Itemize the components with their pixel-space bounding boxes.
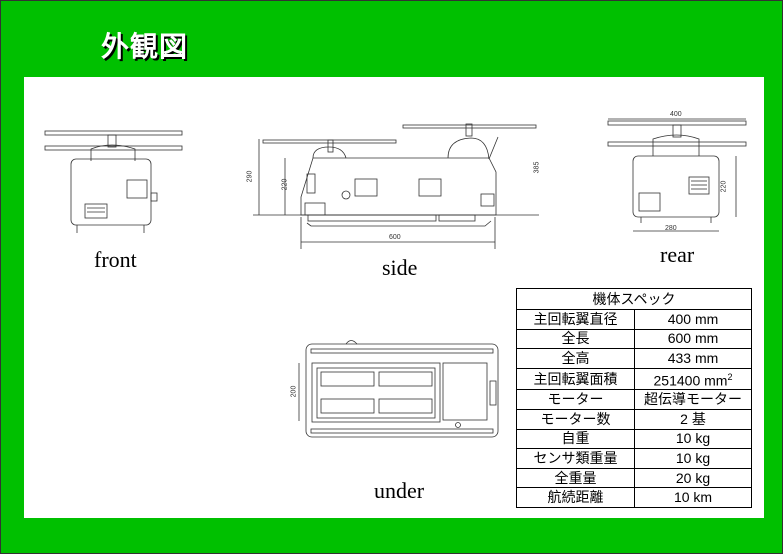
spec-value: 400 mm [634,309,752,330]
spec-value: 10 kg [634,448,752,469]
spec-value: 2 基 [634,409,752,430]
side-view-drawing [253,123,539,249]
spec-key: 主回転翼直径 [516,309,635,330]
spec-value-text: 251400 mm [653,372,728,389]
spec-key: 航続距離 [516,487,635,508]
spec-value: 600 mm [634,328,752,350]
dim-side-height-right: 385 [533,161,541,174]
dim-rear-depth: 280 [665,225,677,232]
spec-key: 全重量 [516,467,635,489]
dim-rear-height: 220 [720,180,728,193]
spec-superscript: 2 [727,371,733,382]
rear-label: rear [660,242,695,267]
spec-key: センサ類重量 [516,448,635,469]
spec-key: 自重 [516,428,635,450]
under-view-drawing [298,340,499,438]
spec-key: 全長 [516,328,635,350]
side-label: side [382,255,418,280]
spec-value: 433 mm [634,348,752,369]
spec-value: 10 kg [634,428,752,450]
table-row: モーター超伝導モーター [516,389,752,411]
spec-value: 20 kg [634,467,752,489]
spec-key: 主回転翼面積 [516,367,635,391]
dim-side-length: 600 [389,234,401,241]
rear-view-drawing [607,118,747,232]
page-title: 外観図 [101,30,189,63]
dim-rear-width: 400 [670,111,682,118]
spec-header: 機体スペック [516,288,752,310]
spec-key: 全高 [516,348,635,369]
spec-key: モーター [516,389,635,411]
spec-value: 超伝導モーター [634,389,752,411]
front-label: front [94,247,137,272]
spec-key: モーター数 [516,409,635,430]
dim-under-width: 200 [290,385,298,398]
spec-value: 10 km [634,487,752,508]
dim-side-total-height: 290 [246,170,254,183]
spec-value: 251400 mm2 [634,367,752,391]
under-label: under [374,478,425,503]
dim-side-body-height: 220 [281,178,289,191]
front-view-drawing [44,130,183,233]
